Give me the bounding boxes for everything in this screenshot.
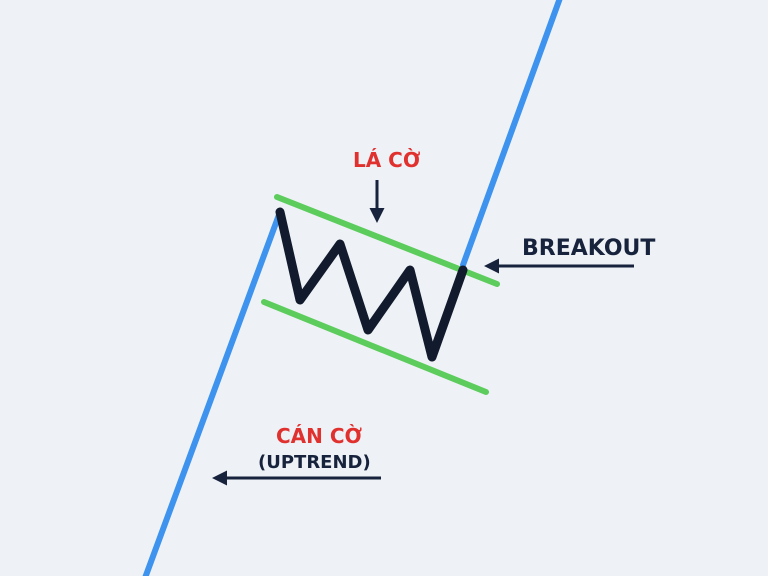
- breakout-label: BREAKOUT: [522, 236, 656, 261]
- flagpole-label: CÁN CỜ: [276, 424, 363, 448]
- breakout-continuation-line: [460, 0, 563, 268]
- flag-lower-channel-line: [261, 299, 489, 395]
- flag-price-zigzag: [275, 207, 468, 362]
- flag-label: LÁ CỜ: [353, 148, 421, 172]
- flagpole-uptrend-line: [142, 209, 283, 576]
- flagpole-sublabel: (UPTREND): [258, 452, 371, 473]
